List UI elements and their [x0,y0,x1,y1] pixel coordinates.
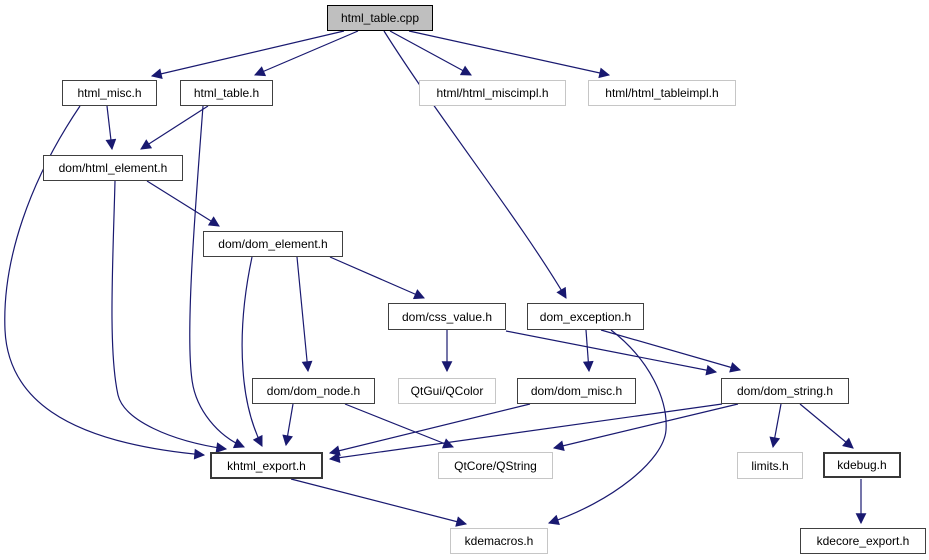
edge-dom_string-qstring [552,403,739,451]
node-kdemacros-h[interactable]: kdemacros.h [450,528,548,554]
node-dom-dom_node-h[interactable]: dom/dom_node.h [252,378,375,404]
edge-dom_element-css_value [329,256,425,300]
node-kdecore_export-h[interactable]: kdecore_export.h [800,528,926,554]
node-html_table-cpp[interactable]: html_table.cpp [327,5,433,31]
edge-dom_exception-kdemacros [547,329,667,526]
edge-html_misc-khtml_export [4,105,206,460]
edge-dom_node-qstring [344,403,455,449]
node-kdebug-h[interactable]: kdebug.h [823,452,901,478]
node-dom-dom_misc-h[interactable]: dom/dom_misc.h [517,378,636,404]
edge-css_value-dom_string [505,330,718,376]
node-dom-dom_string-h[interactable]: dom/dom_string.h [721,378,849,404]
edge-dom_node-khtml_export [282,403,294,447]
node-khtml_export-h[interactable]: khtml_export.h [210,452,323,479]
node-dom-html_element-h[interactable]: dom/html_element.h [43,155,183,181]
edge-root-html_table [254,30,359,77]
edge-html_element-dom_element [146,180,220,227]
edge-dom_exception-dom_misc [582,329,594,373]
node-dom-css_value-h[interactable]: dom/css_value.h [388,303,506,330]
node-html_misc-h[interactable]: html_misc.h [62,80,157,106]
edge-html_misc-html_element [105,105,117,151]
node-qtgui-qcolor[interactable]: QtGui/QColor [398,378,496,404]
edge-root-dom_exception [383,30,567,299]
edge-html_table-khtml_export [189,105,245,449]
node-qtcore-qstring[interactable]: QtCore/QString [438,452,553,479]
edge-dom_exception-dom_string [600,329,742,373]
node-html-html_tableimpl-h[interactable]: html/html_tableimpl.h [588,80,736,106]
edge-root-html_miscimpl [389,30,472,76]
edge-dom_string-limits [769,403,782,449]
node-dom-dom_element-h[interactable]: dom/dom_element.h [203,231,343,257]
edge-khtml_export-kdemacros [290,478,468,527]
edge-dom_string-kdebug [799,403,854,449]
node-html_table-h[interactable]: html_table.h [180,80,273,106]
node-html-html_miscimpl-h[interactable]: html/html_miscimpl.h [419,80,566,106]
edge-html_element-khtml_export [111,180,228,453]
edge-root-html_misc [150,30,345,80]
node-dom_exception-h[interactable]: dom_exception.h [527,303,644,330]
edge-dom_misc-khtml_export [328,403,531,456]
edge-dom_element-khtml_export [241,256,263,447]
node-limits-h[interactable]: limits.h [737,452,803,479]
edge-html_table-html_element [140,105,209,150]
edge-dom_element-dom_node [296,256,313,373]
edge-root-html_tableimpl [408,30,611,79]
edge-dom_string-khtml_export [328,403,723,463]
